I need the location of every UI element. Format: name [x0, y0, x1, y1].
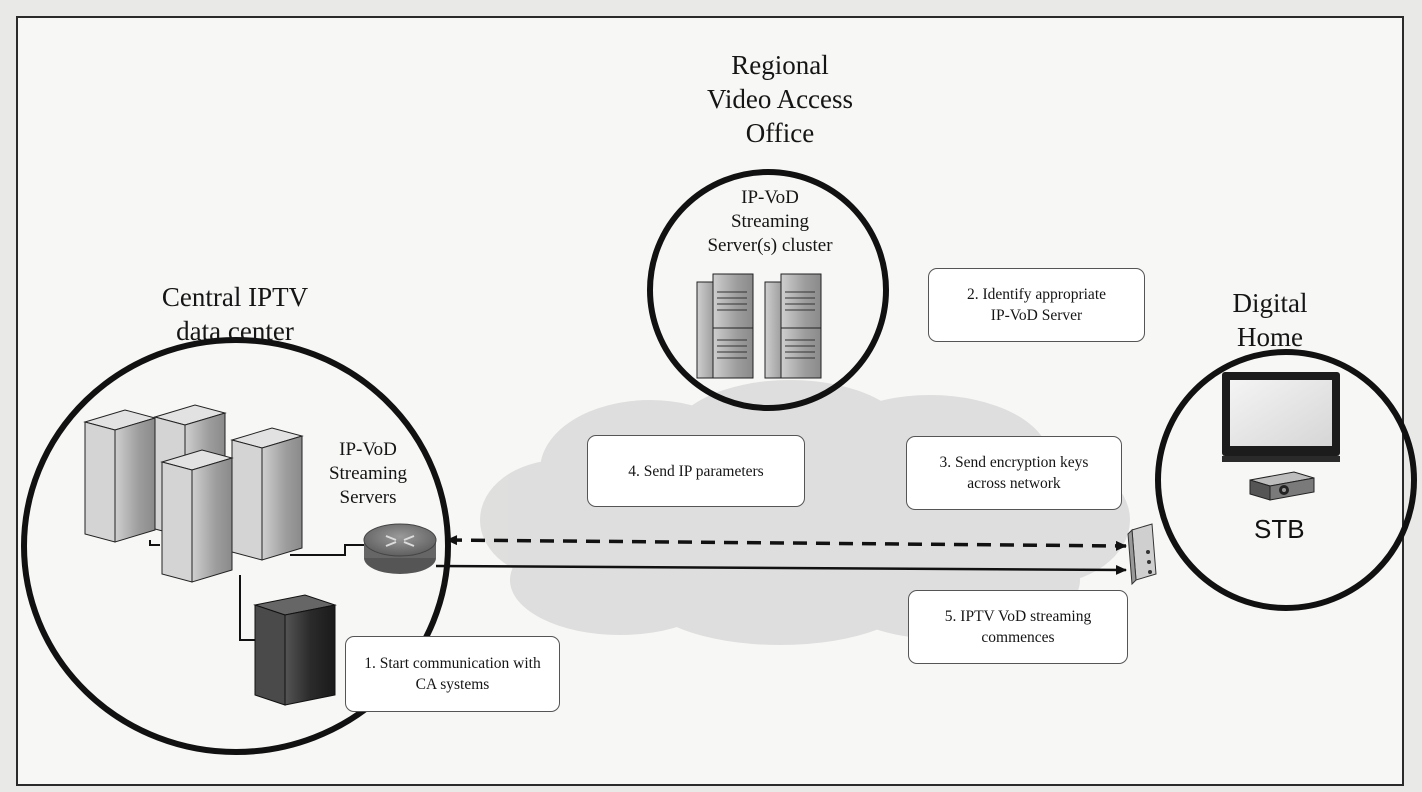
step-2-box: 2. Identify appropriate IP-VoD Server [928, 268, 1145, 342]
tv-icon [1222, 372, 1340, 462]
stb-label: STB [1254, 514, 1305, 544]
router-icon [363, 523, 437, 574]
ca-server-icon [253, 594, 337, 706]
central-servers-label: IP-VoD Streaming Servers [328, 439, 408, 508]
step-3-box: 3. Send encryption keys across network [906, 436, 1122, 510]
regional-cluster-label: IP-VoD Streaming Server(s) cluster [707, 187, 833, 256]
dashed-arrow [446, 535, 1127, 551]
step-4-box: 4. Send IP parameters [587, 435, 805, 507]
digital-home-circle [1155, 349, 1417, 611]
step-1-box: 1. Start communication with CA systems [345, 636, 560, 712]
stb-icon [1249, 471, 1315, 501]
central-dc-title: Central IPTV data center [161, 282, 309, 346]
server-rack-icon [83, 404, 368, 641]
regional-office-circle [647, 169, 889, 411]
cluster-servers-icon [696, 273, 822, 379]
modem-icon [1127, 523, 1157, 586]
step-5-box: 5. IPTV VoD streaming commences [908, 590, 1128, 664]
regional-office-title: Regional Video Access Office [706, 50, 854, 148]
digital-home-title: Digital Home [1232, 288, 1308, 352]
streaming-arrow [435, 564, 1127, 575]
